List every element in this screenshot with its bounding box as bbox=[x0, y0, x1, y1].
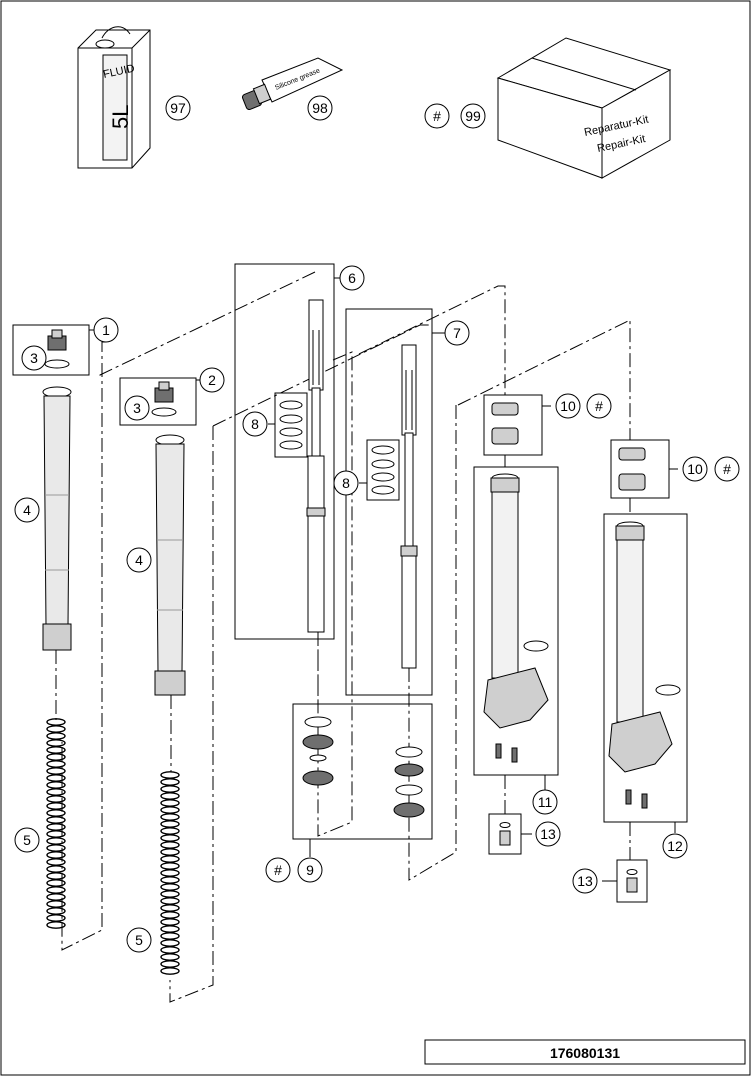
cartridge-6 bbox=[306, 299, 326, 633]
outer-tube-left bbox=[42, 386, 72, 651]
callout-8-right-circle bbox=[333, 470, 359, 496]
callout-99: 99 bbox=[465, 108, 481, 124]
group-box-7 bbox=[345, 308, 433, 696]
callout-7-circle bbox=[444, 320, 470, 346]
callout-3-right: 3 bbox=[133, 400, 141, 416]
callout-11: 11 bbox=[538, 794, 553, 810]
group-box-10a bbox=[483, 394, 543, 456]
callout-8-left: 8 bbox=[251, 416, 259, 432]
callout-8-left-circle bbox=[242, 411, 268, 437]
screw-13a bbox=[499, 822, 511, 846]
callout-5-right-circle bbox=[126, 927, 152, 953]
seal-box-8a bbox=[274, 392, 308, 458]
spring-right bbox=[160, 771, 180, 975]
callout-9-hash: # bbox=[274, 862, 282, 878]
callout-97-circle bbox=[165, 95, 191, 121]
fork-seal-kit-9 bbox=[302, 716, 425, 818]
callout-9-circle bbox=[297, 857, 323, 883]
callout-11-circle bbox=[532, 789, 558, 815]
callout-leaders bbox=[89, 277, 678, 882]
callout-6: 6 bbox=[348, 270, 356, 286]
callout-9: 9 bbox=[306, 862, 314, 878]
callout-9-hash-circle bbox=[265, 857, 291, 883]
callout-4-left: 4 bbox=[23, 502, 31, 518]
callout-4-left-circle bbox=[14, 497, 40, 523]
callout-10-left-hash-circle bbox=[586, 393, 612, 419]
screw-13b bbox=[626, 869, 638, 893]
callout-13-right: 13 bbox=[577, 873, 593, 889]
callout-99-hash-circle bbox=[424, 103, 450, 129]
seal-set-8a bbox=[279, 400, 303, 450]
callout-4-right: 4 bbox=[135, 552, 143, 568]
callout-10-left-circle bbox=[555, 393, 581, 419]
group-box-12 bbox=[603, 513, 688, 823]
callout-3-right-circle bbox=[124, 395, 150, 421]
callout-1: 1 bbox=[102, 322, 110, 338]
fluid-can: FLUID 5L bbox=[77, 26, 151, 169]
callout-10-right-hash-circle bbox=[714, 456, 740, 482]
callout-10-right: 10 bbox=[687, 461, 703, 477]
seal-box-8b bbox=[366, 439, 400, 501]
outer-tube-right bbox=[154, 434, 186, 696]
callout-6-circle bbox=[339, 265, 365, 291]
document-number: 176080131 bbox=[550, 1045, 620, 1061]
callout-5-left: 5 bbox=[23, 832, 31, 848]
callout-12-circle bbox=[662, 833, 688, 859]
callout-8-right: 8 bbox=[342, 475, 350, 491]
callout-99-hash: # bbox=[433, 108, 441, 124]
callout-10-right-circle bbox=[682, 456, 708, 482]
fork-cap-left bbox=[44, 329, 70, 369]
spring-left bbox=[46, 718, 66, 929]
callout-7: 7 bbox=[453, 325, 461, 341]
callout-12: 12 bbox=[667, 838, 683, 854]
seal-set-8b bbox=[371, 445, 395, 495]
repair-kit-box: Reparatur-Kit Repair-Kit bbox=[496, 37, 672, 179]
callout-10-left-hash: # bbox=[595, 398, 603, 414]
assembly-lines bbox=[55, 271, 631, 1003]
callout-1-circle bbox=[93, 317, 119, 343]
callout-13-left: 13 bbox=[540, 826, 556, 842]
cartridge-7 bbox=[400, 344, 418, 669]
fork-cap-right bbox=[151, 381, 177, 417]
callout-97: 97 bbox=[170, 100, 186, 116]
callout-10-right-hash: # bbox=[723, 461, 731, 477]
callout-2: 2 bbox=[208, 372, 216, 388]
callout-3-left-circle bbox=[21, 345, 47, 371]
callout-10-left: 10 bbox=[560, 398, 576, 414]
inner-tube-12 bbox=[608, 521, 681, 809]
bushing-set-10a bbox=[491, 402, 519, 445]
group-box-9 bbox=[292, 703, 433, 840]
callout-13-left-circle bbox=[535, 821, 561, 847]
callout-3-left: 3 bbox=[30, 350, 38, 366]
callout-98: 98 bbox=[312, 100, 328, 116]
callout-4-right-circle bbox=[126, 547, 152, 573]
callout-5-left-circle bbox=[14, 827, 40, 853]
callout-13-right-circle bbox=[572, 868, 598, 894]
document-number-box bbox=[424, 1039, 746, 1065]
inner-tube-11 bbox=[483, 473, 549, 763]
group-box-2 bbox=[119, 377, 197, 426]
callout-99-circle bbox=[460, 103, 486, 129]
callout-5-right: 5 bbox=[135, 932, 143, 948]
group-box-6 bbox=[234, 263, 335, 640]
callout-2-circle bbox=[199, 367, 225, 393]
group-box-11 bbox=[473, 466, 559, 776]
bushing-set-10b bbox=[618, 447, 646, 491]
group-box-1 bbox=[12, 324, 90, 376]
fluid-volume-label: 5L bbox=[108, 105, 133, 129]
callout-98-circle bbox=[307, 95, 333, 121]
